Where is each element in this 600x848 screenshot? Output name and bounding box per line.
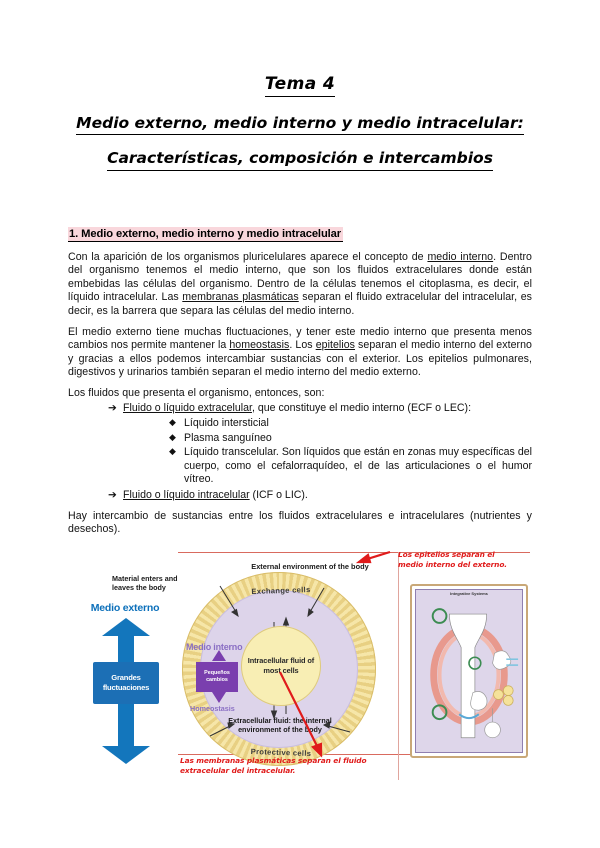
inset-inner-panel: Integrative Systems: [415, 589, 523, 753]
figure-label-medio-externo: Medio externo: [90, 602, 160, 614]
document-subtitle-line2-wrap: Características, composición e intercamb…: [68, 148, 532, 171]
diamond-bullet-icon: ◆: [169, 417, 176, 428]
red-annotation-membranas: Las membranas plasmáticas separan el flu…: [180, 756, 367, 775]
list-item: ◆ Plasma sanguíneo: [169, 432, 532, 446]
section-heading: 1. Medio externo, medio interno y medio …: [68, 226, 344, 242]
figure-label-grandes-fluctuaciones: Grandes fluctuaciones: [93, 662, 159, 704]
cell-diagram: External environment of the body Materia…: [112, 562, 384, 774]
figure-body-fluids: Medio externo Grandes fluctuaciones: [68, 548, 532, 810]
diamond-bullet-icon: ◆: [169, 446, 176, 457]
document-subtitle-line1-wrap: Medio externo, medio interno y medio int…: [68, 113, 532, 136]
figure-label-medio-interno: Medio interno: [186, 642, 243, 652]
paragraph-1-part-c: separan el fluido extracelular del intra…: [68, 291, 532, 317]
arrow-up-head-icon: [102, 618, 150, 636]
figure-label-homeostasis: Homeostasis: [190, 704, 235, 713]
fluid-sublist: ◆Líquido intersticial ◆Plasma sanguíneo …: [123, 417, 532, 487]
paragraph-1: Con la aparición de los organismos pluri…: [68, 251, 532, 319]
figure-label-intracellular-fluid: Intracellular fluid of most cells: [241, 626, 321, 706]
red-annotation-epitelios: Los epitelios separan el medio interno d…: [398, 550, 508, 569]
document-subtitle-line2: Características, composición e intercamb…: [107, 148, 493, 171]
fluid-list: ➔ Fluido o líquido extracelular, que cons…: [68, 402, 532, 502]
list-item-text-extracelular: , que constituye el medio interno (ECF o…: [251, 402, 472, 415]
paragraph-2-part-c: separan el medio interno del externo y g…: [68, 339, 532, 379]
paragraph-4: Hay intercambio de sustancias entre los …: [68, 509, 532, 536]
document-title-main-wrap: Tema 4: [68, 74, 532, 98]
figure-label-extracellular-fluid: Extracellular fluid: the internal enviro…: [228, 716, 332, 734]
list-item: ➔ Fluido o líquido intracelular (ICF o LI…: [108, 489, 532, 503]
blue-double-arrow-icon: Grandes fluctuaciones: [93, 618, 159, 764]
title-block: Tema 4 Medio externo, medio interno y me…: [68, 0, 532, 171]
paragraph-2-part-b: . Los: [289, 339, 316, 352]
document-content: Tema 4 Medio externo, medio interno y me…: [68, 0, 532, 537]
inset-anatomy-illustration: [430, 608, 519, 739]
term-medio-interno: medio interno: [427, 250, 494, 263]
section-heading-wrap: 1. Medio externo, medio interno y medio …: [68, 171, 532, 242]
paragraph-3: Los fluidos que presenta el organismo, e…: [68, 386, 325, 399]
list-item-term-intracelular: Fluido o líquido intracelular: [123, 489, 250, 502]
sublist-item-plasma: Plasma sanguíneo: [184, 431, 272, 444]
term-epitelios: epitelios: [315, 339, 356, 352]
list-item-term-extracelular: Fluido o líquido extracelular: [123, 402, 252, 415]
purple-arrow-down-icon: [212, 692, 226, 703]
list-item: ◆ Líquido transcelular. Son líquidos que …: [169, 446, 532, 487]
list-item: ➔ Fluido o líquido extracelular, que cons…: [108, 402, 532, 487]
paragraph-2: El medio externo tiene muchas fluctuacio…: [68, 326, 532, 380]
arrow-bullet-icon: ➔: [108, 402, 117, 415]
purple-arrow-up-icon: [212, 650, 226, 661]
term-membranas-plasmaticas: membranas plasmáticas: [182, 291, 299, 304]
paragraph-2-part-a: El medio externo tiene muchas fluctuacio…: [68, 325, 532, 352]
sublist-item-transcelular: Líquido transcelular. Son líquidos que e…: [184, 446, 532, 486]
figure-label-external-environment: External environment of the body: [251, 562, 369, 571]
inset-body-systems-diagram: Integrative Systems: [410, 584, 528, 758]
arrow-down-head-icon: [102, 746, 150, 764]
paragraph-1-part-a: Con la aparición de los organismos pluri…: [68, 250, 428, 263]
arrow-bullet-icon: ➔: [108, 489, 117, 502]
document-title-main: Tema 4: [264, 74, 336, 98]
inset-title: Integrative Systems: [450, 591, 488, 596]
figure-label-material-enters: Material enters and leaves the body: [112, 574, 178, 592]
diamond-bullet-icon: ◆: [169, 431, 176, 442]
document-subtitle-line1: Medio externo, medio interno y medio int…: [76, 113, 524, 136]
list-item: ◆ Líquido intersticial: [169, 417, 532, 431]
list-item-text-intracelular: (ICF o LIC).: [249, 489, 308, 502]
sublist-item-intersticial: Líquido intersticial: [184, 417, 269, 430]
figure-divider-line: [398, 552, 399, 780]
paragraph-1-part-b: . Dentro del organismo tenemos el medio …: [68, 250, 532, 304]
figure-label-pequenos-cambios: Pequeños cambios: [196, 662, 238, 692]
figure-top-rule: [178, 552, 530, 553]
term-homeostasis: homeostasis: [229, 339, 290, 352]
